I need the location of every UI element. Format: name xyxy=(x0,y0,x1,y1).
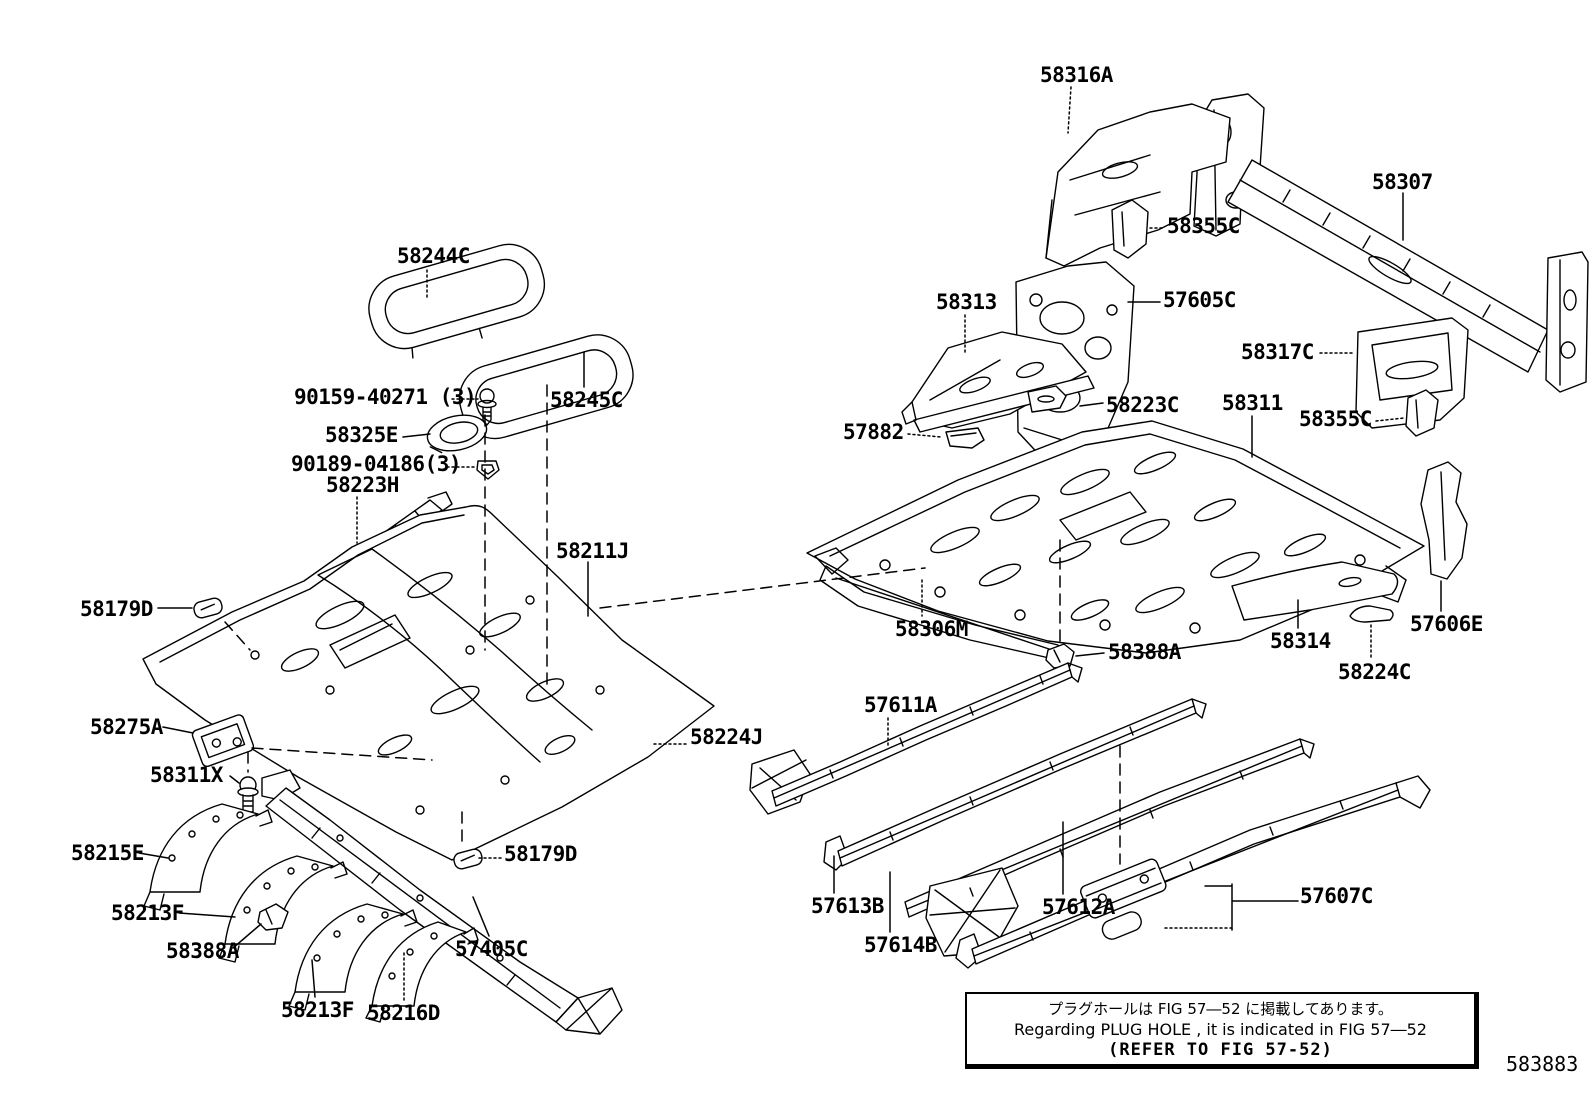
brace-58216D-drawing xyxy=(366,922,478,1022)
leader-lines xyxy=(139,87,1441,1000)
part-label-57611A: 57611A xyxy=(864,693,937,717)
part-label-58325E: 58325E xyxy=(325,423,398,447)
note-line-japanese: プラグホールは FIG 57―52 に掲載してあります。 xyxy=(1048,1000,1393,1018)
front-floor-pan-58211J-drawing xyxy=(143,506,714,860)
bracket-58355C-bottom-drawing xyxy=(1406,390,1438,436)
bracket-57606E-drawing xyxy=(1421,462,1467,579)
brace-58213F-upper-drawing xyxy=(219,856,347,962)
part-label-58311: 58311 xyxy=(1222,391,1283,415)
member-57614B-drawing xyxy=(905,739,1314,956)
part-label-58355C: 58355C xyxy=(1299,407,1372,431)
part-label-58388A: 58388A xyxy=(166,939,239,963)
part-label-57613B: 57613B xyxy=(811,894,884,918)
part-label-58224J: 58224J xyxy=(690,725,763,749)
bracket-58355C-top-drawing xyxy=(1112,200,1148,258)
plug-hole-note-box: プラグホールは FIG 57―52 に掲載してあります。 Regarding P… xyxy=(965,992,1479,1069)
part-label-58223H: 58223H xyxy=(326,473,399,497)
member-57405C-drawing xyxy=(262,770,622,1034)
member-57613B-drawing xyxy=(824,699,1206,870)
note-line-refer: (REFER TO FIG 57-52) xyxy=(1108,1040,1333,1060)
part-label-58245C: 58245C xyxy=(550,388,623,412)
brace-58215E-drawing xyxy=(144,804,272,910)
figure-number: 583883 xyxy=(1506,1052,1579,1076)
part-label-58244C: 58244C xyxy=(397,244,470,268)
part-label-57605C: 57605C xyxy=(1163,288,1236,312)
brace-58213F-lower-drawing xyxy=(289,904,417,1010)
part-label-58179D: 58179D xyxy=(504,842,577,866)
assembly-dashed-lines xyxy=(225,385,1120,864)
part-label-58307: 58307 xyxy=(1372,170,1433,194)
clip-58179D-left-drawing xyxy=(192,597,223,620)
part-label-90189-041863: 90189-04186(3) xyxy=(291,452,462,476)
clip-58223C-drawing xyxy=(1028,386,1066,412)
part-label-58213F: 58213F xyxy=(281,998,354,1022)
part-label-57882: 57882 xyxy=(843,420,904,444)
part-label-58223C: 58223C xyxy=(1106,393,1179,417)
part-label-58317C: 58317C xyxy=(1241,340,1314,364)
plate-57607C-drawing xyxy=(1079,857,1168,941)
panel-58316A-drawing xyxy=(1046,104,1230,266)
pad-58244C-drawing xyxy=(361,236,555,366)
part-label-58306M: 58306M xyxy=(895,617,968,641)
sill-58314-drawing xyxy=(1232,562,1406,620)
panel-58317C-drawing xyxy=(1356,318,1468,428)
part-label-57606E: 57606E xyxy=(1410,612,1483,636)
pad-58245C-drawing xyxy=(451,327,641,447)
part-label-57612A: 57612A xyxy=(1042,895,1115,919)
part-label-58224C: 58224C xyxy=(1338,660,1411,684)
part-label-58314: 58314 xyxy=(1270,629,1331,653)
part-label-58311X: 58311X xyxy=(150,763,223,787)
clip-58224C-drawing xyxy=(1350,606,1393,622)
plate-58275A-drawing xyxy=(191,714,255,768)
part-label-58211J: 58211J xyxy=(556,539,629,563)
part-label-57405C: 57405C xyxy=(455,937,528,961)
part-label-58388A: 58388A xyxy=(1108,640,1181,664)
nut-90189-drawing xyxy=(477,461,499,479)
part-label-58216D: 58216D xyxy=(367,1001,440,1025)
part-label-58275A: 58275A xyxy=(90,715,163,739)
part-label-58213F: 58213F xyxy=(111,901,184,925)
part-label-90159-402713: 90159-40271 (3) xyxy=(294,385,477,409)
clip-58388A-left-drawing xyxy=(258,904,288,930)
clip-58179D-right-drawing xyxy=(452,848,483,871)
note-line-english: Regarding PLUG HOLE , it is indicated in… xyxy=(1014,1020,1427,1039)
bracket-57882-drawing xyxy=(946,428,984,448)
member-57611A-drawing xyxy=(750,663,1082,814)
part-label-58355C: 58355C xyxy=(1167,214,1240,238)
screw-90159-drawing xyxy=(478,389,496,425)
member-57612A-drawing xyxy=(956,776,1430,968)
retainer-58325E-drawing xyxy=(424,410,490,456)
part-label-57607C: 57607C xyxy=(1300,884,1373,908)
part-label-58316A: 58316A xyxy=(1040,63,1113,87)
bolt-58311X-drawing xyxy=(238,777,258,812)
part-label-57614B: 57614B xyxy=(864,933,937,957)
part-label-58215E: 58215E xyxy=(71,841,144,865)
clip-58388A-right-drawing xyxy=(1046,644,1074,668)
part-label-58313: 58313 xyxy=(936,290,997,314)
part-label-58179D: 58179D xyxy=(80,597,153,621)
